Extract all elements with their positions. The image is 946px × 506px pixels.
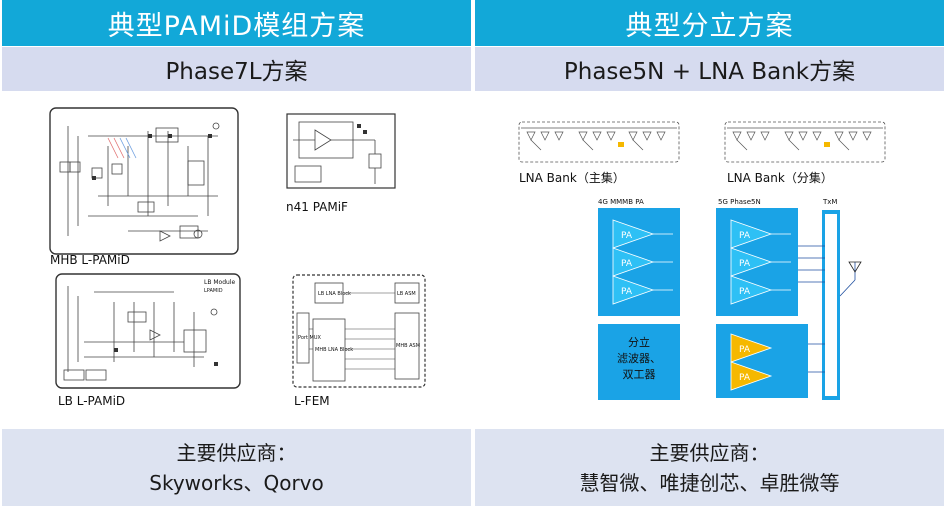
block-5g-label: 5G Phase5N	[718, 198, 761, 206]
lfem-port-mux: Port MUX	[298, 335, 321, 341]
pa-4g-amp-1	[612, 247, 655, 277]
lfem-lb-lna: LB LNA Block	[318, 291, 351, 297]
lna-bank-div-caption: LNA Bank（分集）	[727, 171, 833, 185]
lfem-caption: L-FEM	[294, 394, 330, 408]
discrete-vendor-list: 慧智微、唯捷创芯、卓胜微等	[579, 470, 840, 495]
n41-pamif-caption: n41 PAMiF	[286, 200, 348, 214]
pa-gold-amp-0	[730, 333, 773, 363]
pa-5g-amp-2	[730, 275, 773, 305]
pa-4g-amp-label-2: PA	[621, 287, 633, 297]
discrete-header: 典型分立方案	[475, 0, 944, 46]
block-txm-label: TxM	[822, 198, 837, 206]
filter-line-1: 分立	[628, 335, 650, 349]
pa-4g-amp-label-1: PA	[621, 259, 633, 269]
pa-5g-amp-label-1: PA	[739, 259, 751, 269]
discrete-diagram-area: LNA Bank（主集） LNA Bank（分集）	[475, 92, 944, 428]
pa-5g-amp-label-0: PA	[739, 231, 751, 241]
lna-bank-div-schematic	[723, 120, 887, 164]
lfem-mhb-asm: MHB ASM	[396, 343, 420, 349]
filter-line-2: 滤波器、	[617, 352, 661, 365]
discrete-vendor-label: 主要供应商：	[649, 440, 770, 465]
pamid-column: 典型PAMiD模组方案 Phase7L方案	[2, 0, 471, 506]
pa-txm-diagram: 4G MMMB PA 5G Phase5N TxM PA PA PA PA	[593, 196, 873, 406]
pa-4g-amp-2	[612, 275, 655, 305]
column-divider	[471, 0, 475, 506]
lna-bank-main-schematic	[517, 120, 681, 164]
pa-gold-amp-1	[730, 361, 773, 391]
n41-pamif-schematic	[285, 112, 397, 190]
pamid-vendor-label: 主要供应商：	[176, 440, 297, 465]
lfem-mhb-lna: MHB LNA Block	[315, 347, 353, 353]
lb-module-title: LB Module	[204, 279, 235, 286]
pamid-vendors: 主要供应商： Skyworks、Qorvo	[2, 429, 471, 506]
pa-gold-amp-label-0: PA	[739, 345, 751, 355]
pa-5g-amp-0	[730, 219, 773, 249]
pa-gold-amp-label-1: PA	[739, 373, 751, 383]
pamid-header: 典型PAMiD模组方案	[2, 0, 471, 46]
pa-5g-amp-1	[730, 247, 773, 277]
filter-line-3: 双工器	[623, 368, 656, 381]
pa-4g-amp-0	[612, 219, 655, 249]
lb-lpamid-schematic: LB Module LPAMID	[54, 272, 242, 390]
lfem-lb-asm: LB ASM	[397, 291, 416, 297]
mhb-lpamid-caption: MHB L-PAMiD	[50, 253, 130, 267]
pamid-subheader: Phase7L方案	[2, 47, 471, 91]
pamid-diagram-area: MHB L-PAMiD n41 PAMiF	[2, 92, 471, 428]
lfem-schematic: LB LNA Block LB ASM MHB LNA Block MHB AS…	[291, 273, 427, 389]
mhb-lpamid-schematic	[48, 106, 240, 256]
pa-5g-amp-label-2: PA	[739, 287, 751, 297]
discrete-column: 典型分立方案 Phase5N + LNA Bank方案 LNA Bank	[475, 0, 944, 506]
discrete-subheader: Phase5N + LNA Bank方案	[475, 47, 944, 91]
pa-4g-amp-label-0: PA	[621, 231, 633, 241]
lna-bank-main-caption: LNA Bank（主集）	[519, 171, 625, 185]
lb-module-subtitle: LPAMID	[204, 288, 223, 294]
lb-lpamid-caption: LB L-PAMiD	[58, 394, 126, 408]
block-4g-label: 4G MMMB PA	[598, 198, 644, 206]
pamid-vendor-list: Skyworks、Qorvo	[149, 470, 324, 495]
discrete-vendors: 主要供应商： 慧智微、唯捷创芯、卓胜微等	[475, 429, 944, 506]
